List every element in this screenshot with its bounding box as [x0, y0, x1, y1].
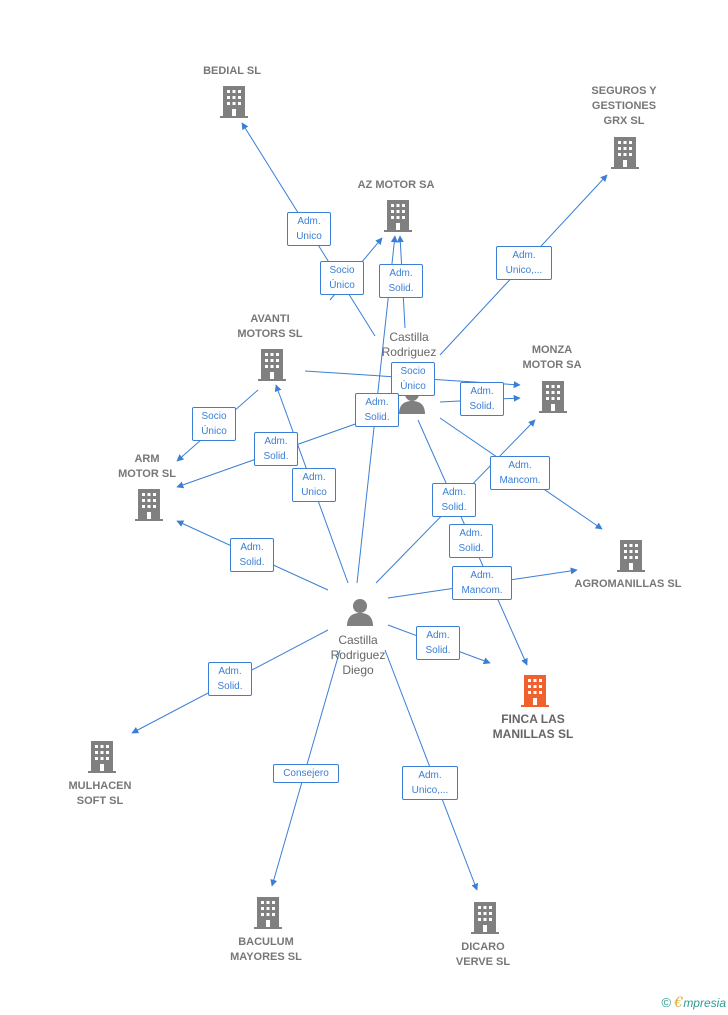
company-label-seguros[interactable]: SEGUROS Y GESTIONES GRX SL [591, 85, 657, 127]
company-icon-monza[interactable] [539, 381, 567, 413]
edge-label-alonso-finca[interactable]: Adm. Solid. [449, 524, 493, 558]
brand-logo: © €mpresia [661, 995, 726, 1011]
edge-label-diego-agro[interactable]: Adm. Mancom. [452, 566, 512, 600]
edge-label-alonso-solid-center[interactable]: Adm. Solid. [355, 393, 399, 427]
company-icon-finca[interactable] [521, 675, 549, 707]
company-label-monza[interactable]: MONZA MOTOR SA [522, 344, 582, 371]
edge-label-alonso-avanti-socio[interactable]: Socio Único [391, 362, 435, 396]
company-icon-baculum[interactable] [254, 897, 282, 929]
brand-name: mpresia [683, 996, 726, 1010]
person-icon-diego[interactable] [347, 599, 373, 626]
edge-label-diego-monza[interactable]: Adm. Solid. [432, 483, 476, 517]
company-icon-mulhacen[interactable] [88, 741, 116, 773]
edge-label-alonso-seguros[interactable]: Adm. Unico,... [496, 246, 552, 280]
edge-label-diego-arm[interactable]: Adm. Solid. [230, 538, 274, 572]
company-label-baculum[interactable]: BACULUM MAYORES SL [230, 936, 302, 963]
edge-label-diego-dicaro[interactable]: Adm. Unico,... [402, 766, 458, 800]
edge-label-alonso-azmotor-solid[interactable]: Adm. Solid. [379, 264, 423, 298]
edge-label-alonso-bedial[interactable]: Adm. Unico [287, 212, 331, 246]
brand-initial: € [674, 995, 684, 1011]
company-label-arm[interactable]: ARM MOTOR SL [118, 453, 176, 480]
company-icon-azmotor[interactable] [384, 200, 412, 232]
edge-label-diego-avanti[interactable]: Adm. Unico [292, 468, 336, 502]
edge-label-avanti-arm[interactable]: Socio Único [192, 407, 236, 441]
company-label-agromanillas[interactable]: AGROMANILLAS SL [574, 578, 682, 590]
company-icon-dicaro[interactable] [471, 902, 499, 934]
edge-label-alonso-agro[interactable]: Adm. Mancom. [490, 456, 550, 490]
edge-label-alonso-arm[interactable]: Adm. Solid. [254, 432, 298, 466]
company-label-avanti[interactable]: AVANTI MOTORS SL [237, 313, 303, 340]
company-icon-agromanillas[interactable] [617, 540, 645, 572]
edge-label-diego-baculum[interactable]: Consejero [273, 764, 339, 783]
company-icon-avanti[interactable] [258, 349, 286, 381]
company-label-dicaro[interactable]: DICARO VERVE SL [455, 941, 511, 968]
edge-label-alonso-azmotor-socio[interactable]: Socio Único [320, 261, 364, 295]
company-label-mulhacen[interactable]: MULHACEN SOFT SL [68, 780, 132, 807]
company-icon-bedial[interactable] [220, 86, 248, 118]
company-icon-arm[interactable] [135, 489, 163, 521]
company-label-azmotor[interactable]: AZ MOTOR SA [357, 179, 435, 191]
edges-layer [131, 122, 608, 891]
edge-label-diego-finca[interactable]: Adm. Solid. [416, 626, 460, 660]
person-label-diego[interactable]: Castilla Rodriguez Diego [330, 633, 386, 677]
company-icon-seguros[interactable] [611, 137, 639, 169]
edge-label-diego-mulhacen[interactable]: Adm. Solid. [208, 662, 252, 696]
company-label-finca[interactable]: FINCA LAS MANILLAS SL [492, 712, 574, 741]
edge-label-alonso-monza[interactable]: Adm. Solid. [460, 382, 504, 416]
company-label-bedial[interactable]: BEDIAL SL [203, 65, 261, 77]
copyright-icon: © [661, 995, 672, 1010]
